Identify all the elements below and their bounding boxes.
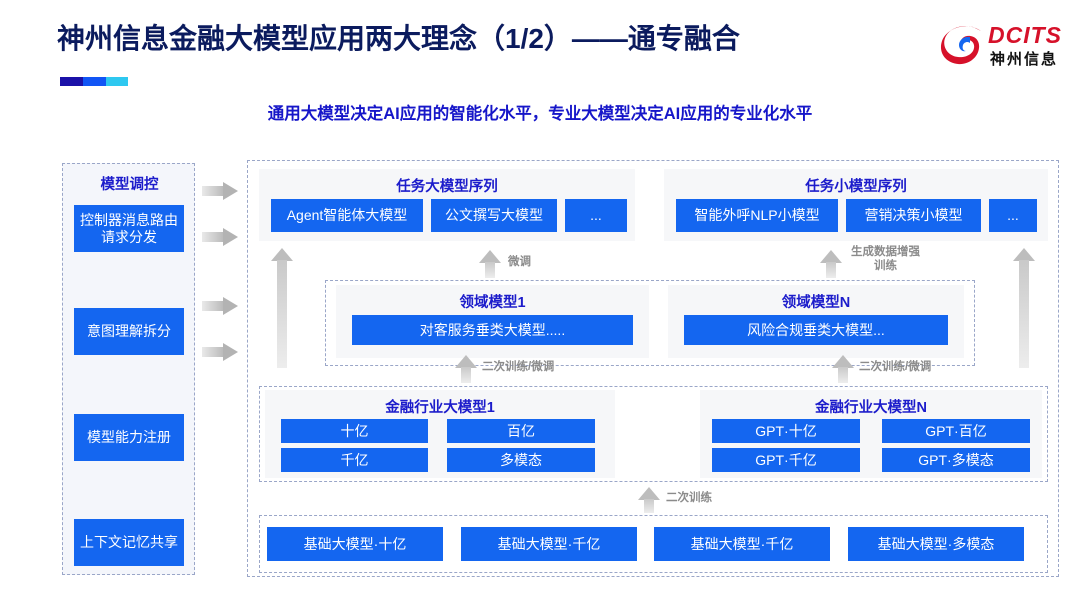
dcits-swirl-icon [940,26,981,65]
sidebar-title: 模型调控 [100,177,159,193]
arrow-label-data-augment: 生成数据增强 训练 [851,246,920,273]
up-arrow-data-augment [820,250,842,278]
arrow-shaft [202,186,224,196]
arrow-shaft [1019,260,1029,368]
page-title: 神州信息金融大模型应用两大理念（1/2）——通专融合 [57,23,740,54]
task-big-model-title: 任务大模型序列 [396,179,498,195]
industry-chip-multimodal[interactable]: 多模态 [447,448,595,472]
task-chip-nlp-outbound[interactable]: 智能外呼NLP小模型 [676,199,838,232]
arrow-shaft [826,262,836,278]
up-arrow-base-to-task-right [1013,248,1035,368]
base-chip-1b[interactable]: 基础大模型·十亿 [267,527,443,561]
flow-arrow-right-2 [202,228,238,246]
domain-model-n-group: 领域模型N 风险合规垂类大模型... [668,285,964,358]
arrow-label-retrain-finetune-right: 二次训练/微调 [859,361,932,373]
flow-arrow-right-4 [202,343,238,361]
arrow-head [820,250,842,263]
task-small-model-group: 任务小模型序列 智能外呼NLP小模型 营销决策小模型 ... [664,169,1048,241]
arrow-shaft [202,232,224,242]
industry-model-1-title: 金融行业大模型1 [385,400,495,416]
sidebar-item-intent-understanding[interactable]: 意图理解拆分 [74,308,184,355]
accent-segment-1 [60,77,84,86]
task-small-model-title: 任务小模型序列 [805,179,907,195]
sidebar-item-context-memory[interactable]: 上下文记忆共享 [74,519,184,566]
model-control-panel: 模型调控 控制器消息路由请求分发 意图理解拆分 模型能力注册 上下文记忆共享 [62,163,195,575]
base-chip-100b-b[interactable]: 基础大模型·千亿 [654,527,830,561]
up-arrow-finetune-left [479,250,501,278]
arrow-shaft [202,347,224,357]
task-big-model-group: 任务大模型序列 Agent智能体大模型 公文撰写大模型 ... [259,169,635,241]
industry-model-n-title: 金融行业大模型N [815,400,927,416]
industry-chip-100b[interactable]: 千亿 [281,448,428,472]
task-chip-more[interactable]: ... [565,199,627,232]
accent-segment-3 [105,77,128,86]
arrow-shaft [277,260,287,368]
arrow-shaft [838,367,848,383]
domain-model-1-title: 领域模型1 [459,295,526,311]
arrow-shaft [485,262,495,278]
arrow-shaft [461,367,471,383]
domain-chip-customer-service[interactable]: 对客服务垂类大模型..... [352,315,633,345]
company-logo: DCITS 神州信息 [940,20,1072,78]
arrow-head [832,355,854,368]
industry-chip-gpt-100b[interactable]: GPT·千亿 [712,448,860,472]
up-arrow-retrain [638,487,660,513]
logo-wordmark-cn: 神州信息 [990,51,1059,68]
domain-model-1-group: 领域模型1 对客服务垂类大模型..... [336,285,649,358]
domain-chip-risk-compliance[interactable]: 风险合规垂类大模型... [684,315,948,345]
up-arrow-retrain-finetune-right [832,355,854,383]
up-arrow-retrain-finetune-left [455,355,477,383]
arrow-shaft [644,499,654,513]
arrow-head [223,297,238,315]
arrow-head [223,343,238,361]
flow-arrow-right-1 [202,182,238,200]
arrow-head [638,487,660,500]
logo-wordmark: DCITS [988,22,1062,48]
title-accent-bar [60,77,128,86]
task-chip-agent[interactable]: Agent智能体大模型 [271,199,423,232]
industry-chip-10b[interactable]: 百亿 [447,419,595,443]
task-chip-marketing-decision[interactable]: 营销决策小模型 [846,199,981,232]
arrow-label-retrain: 二次训练 [666,492,712,504]
industry-model-n-group: 金融行业大模型N GPT·十亿 GPT·百亿 GPT·千亿 GPT·多模态 [700,390,1042,478]
arrow-head [223,228,238,246]
flow-arrow-right-3 [202,297,238,315]
industry-chip-1b[interactable]: 十亿 [281,419,428,443]
page-subtitle: 通用大模型决定AI应用的智能化水平，专业大模型决定AI应用的专业化水平 [267,105,813,123]
arrow-head [223,182,238,200]
base-chip-multimodal[interactable]: 基础大模型·多模态 [848,527,1024,561]
arrow-head [455,355,477,368]
task-chip-more[interactable]: ... [989,199,1037,232]
industry-chip-gpt-10b[interactable]: GPT·百亿 [882,419,1030,443]
up-arrow-base-to-task-left [271,248,293,368]
base-chip-100b-a[interactable]: 基础大模型·千亿 [461,527,637,561]
arrow-head [479,250,501,263]
industry-chip-gpt-multimodal[interactable]: GPT·多模态 [882,448,1030,472]
domain-model-n-title: 领域模型N [781,295,851,311]
sidebar-item-capability-registry[interactable]: 模型能力注册 [74,414,184,461]
arrow-shaft [202,301,224,311]
accent-segment-2 [83,77,106,86]
arrow-label-retrain-finetune-left: 二次训练/微调 [482,361,555,373]
arrow-head [1013,248,1035,261]
industry-model-1-group: 金融行业大模型1 十亿 百亿 千亿 多模态 [265,390,615,478]
task-chip-doc-writing[interactable]: 公文撰写大模型 [431,199,557,232]
page-header: 神州信息金融大模型应用两大理念（1/2）——通专融合 通用大模型决定AI应用的智… [0,0,1080,140]
industry-chip-gpt-1b[interactable]: GPT·十亿 [712,419,860,443]
arrow-head [271,248,293,261]
arrow-label-finetune: 微调 [508,256,531,268]
sidebar-item-controller-routing[interactable]: 控制器消息路由请求分发 [74,205,184,252]
